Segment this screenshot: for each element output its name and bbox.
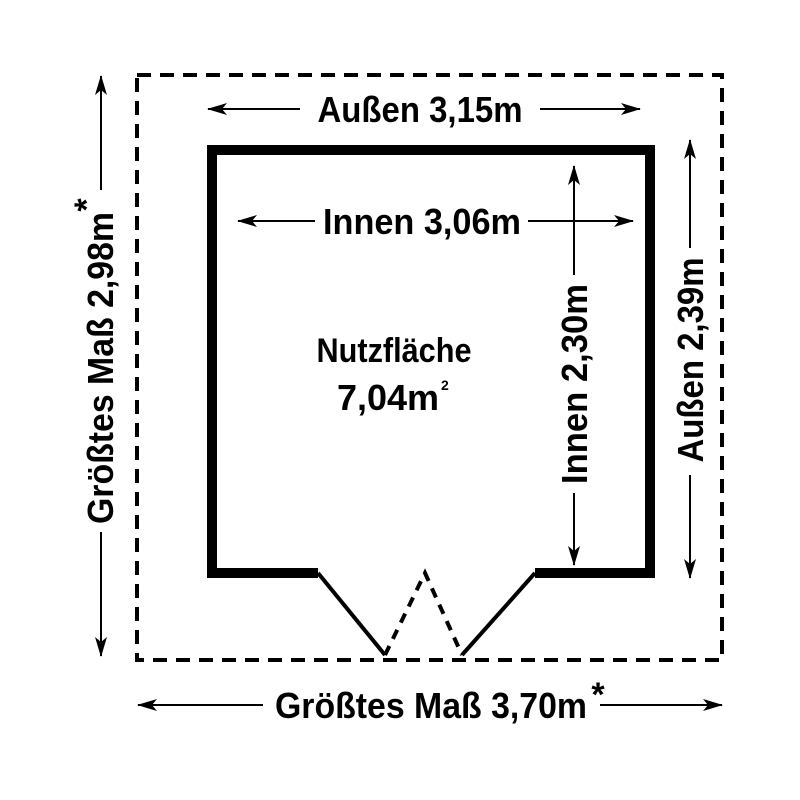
max-depth-asterisk: * <box>68 198 106 212</box>
usable-area-title: Nutzfläche <box>317 332 472 370</box>
max-width-label: Größtes Maß 3,70m <box>275 685 587 726</box>
entrance-wall-left <box>316 571 387 657</box>
wall-outline <box>207 145 655 578</box>
usable-area-superscript: 2 <box>441 377 449 393</box>
outer-depth-label: Außen 2,39m <box>670 258 711 463</box>
max-depth-label: Größtes Maß 2,98m <box>80 212 121 524</box>
max-width-asterisk: * <box>591 676 605 714</box>
entrance-wall-right <box>460 571 537 657</box>
usable-area-number: 7,04m <box>337 377 439 418</box>
outer-width-label: Außen 3,15m <box>318 89 523 130</box>
inner-width-label: Innen 3,06m <box>323 201 521 242</box>
usable-area-value: 7,04m <box>337 377 439 418</box>
door-swing-dashed <box>383 568 464 656</box>
inner-depth-label: Innen 2,30m <box>554 284 595 484</box>
max-extent-dashed-box <box>135 73 724 662</box>
